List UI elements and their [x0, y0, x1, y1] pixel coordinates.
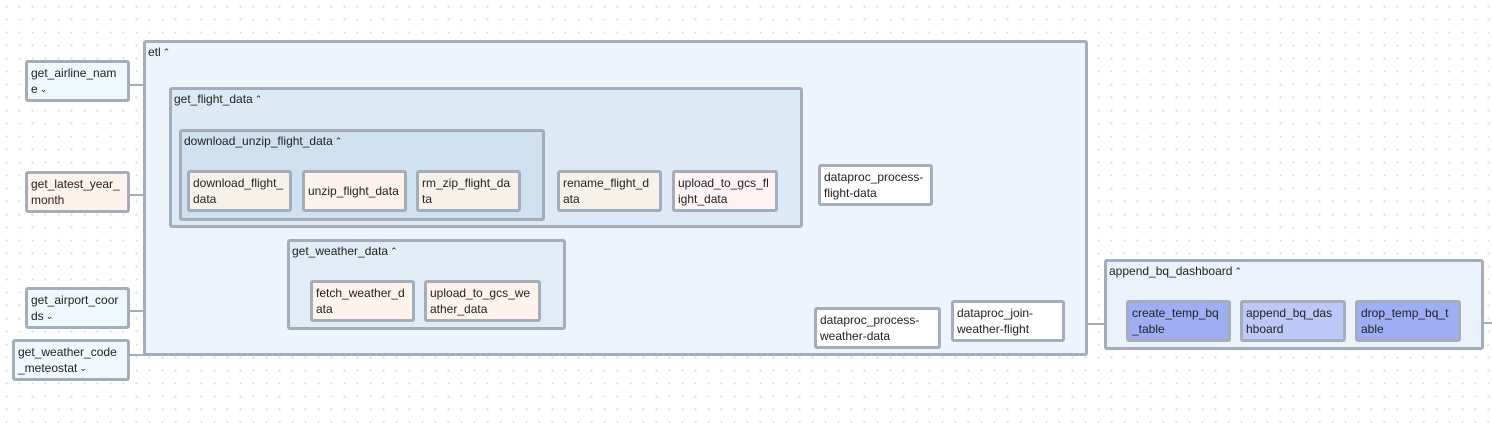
group-get-flight-data-label: get_flight_data	[174, 92, 253, 106]
chevron-up-icon[interactable]: ⌃	[390, 246, 398, 256]
asset-get-latest-year-month[interactable]: get_latest_year_ month	[25, 171, 130, 213]
task-upload-to-gcs-weather-data[interactable]: upload_to_gcs_we ather_data	[424, 280, 541, 322]
chevron-down-icon[interactable]: ⌄	[45, 311, 54, 321]
chevron-down-icon[interactable]: ⌄	[79, 363, 87, 373]
chevron-up-icon[interactable]: ⌃	[254, 94, 263, 104]
task-fetch-weather-data[interactable]: fetch_weather_d ata	[310, 280, 415, 322]
chevron-up-icon[interactable]: ⌃	[162, 47, 171, 57]
chevron-up-icon[interactable]: ⌃	[334, 136, 343, 146]
asset-get-airport-coords[interactable]: get_airport_coor ds⌄	[25, 287, 130, 329]
chevron-down-icon[interactable]: ⌄	[39, 84, 48, 94]
group-etl-label: etl	[148, 45, 161, 59]
task-rename-flight-data[interactable]: rename_flight_d ata	[557, 170, 662, 212]
asset-get-latest-year-month-label: get_latest_year_ month	[31, 177, 120, 207]
task-download-flight-data[interactable]: download_flight_ data	[187, 170, 292, 212]
asset-get-weather-code-meteostat-label: get_weather_code _meteostat	[18, 345, 117, 375]
task-create-temp-bq-table[interactable]: create_temp_bq _table	[1126, 300, 1231, 342]
chevron-up-icon[interactable]: ⌃	[1234, 266, 1242, 276]
asset-get-airline-name-label: get_airline_nam e	[31, 66, 117, 96]
group-append-bq-dashboard-label: append_bq_dashboard	[1109, 264, 1233, 278]
group-get-weather-data-label: get_weather_data	[292, 244, 389, 258]
asset-get-airport-coords-label: get_airport_coor ds	[31, 293, 119, 323]
task-dataproc-process-flight-data[interactable]: dataproc_process- flight-data	[818, 164, 933, 206]
task-dataproc-process-weather-data[interactable]: dataproc_process- weather-data	[814, 307, 941, 349]
asset-get-airline-name[interactable]: get_airline_nam e⌄	[25, 60, 130, 102]
task-append-bq-dashboard[interactable]: append_bq_das hboard	[1240, 300, 1346, 342]
task-dataproc-join-weather-flight[interactable]: dataproc_join- weather-flight	[951, 300, 1065, 342]
task-unzip-flight-data[interactable]: unzip_flight_data	[302, 170, 407, 212]
task-upload-to-gcs-flight-data[interactable]: upload_to_gcs_fl ight_data	[672, 170, 778, 212]
group-download-unzip-label: download_unzip_flight_data	[184, 134, 333, 148]
task-rm-zip-flight-data[interactable]: rm_zip_flight_da ta	[416, 170, 521, 212]
task-drop-temp-bq-table[interactable]: drop_temp_bq_t able	[1355, 300, 1461, 342]
asset-get-weather-code-meteostat[interactable]: get_weather_code _meteostat⌄	[12, 339, 130, 381]
